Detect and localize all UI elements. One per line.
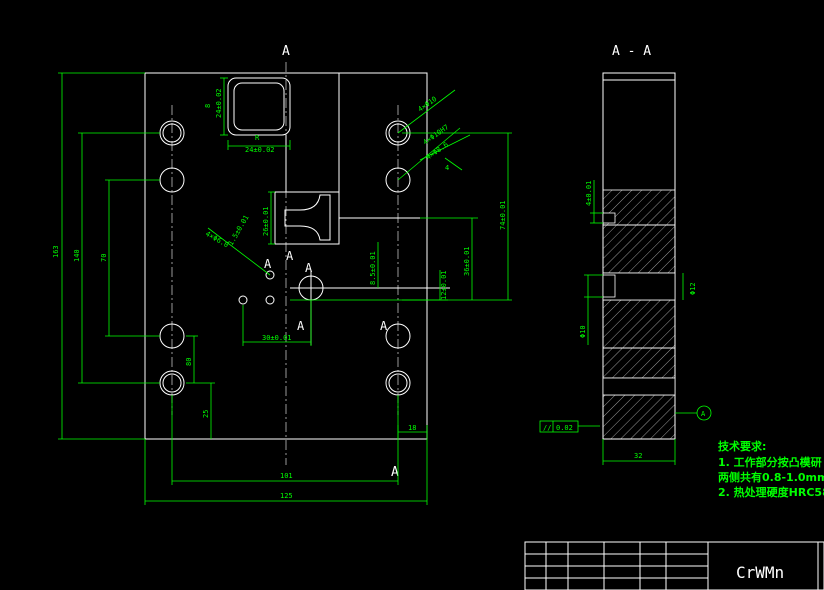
pin-hole-3 xyxy=(265,295,275,305)
section-label-pin-right: A xyxy=(286,249,294,263)
top-pocket-outer xyxy=(227,77,291,136)
dim-pocket-width: 24±0.02 xyxy=(245,146,275,154)
section-hatch-4 xyxy=(602,347,676,379)
datum-marker xyxy=(696,405,712,421)
section-markers: A A A A A A A xyxy=(264,44,399,480)
dim-101: 101 xyxy=(280,472,293,480)
section-label-lower-left: A xyxy=(297,319,305,333)
notes-line-3: 2. 热处理硬度HRC58 xyxy=(718,485,824,499)
plate-view xyxy=(144,62,450,465)
section-label-bottom: A xyxy=(391,465,399,480)
notes-line-2: 两侧共有0.8-1.0mm间 xyxy=(718,470,824,484)
sec-dim-4: 4±0.01 xyxy=(585,181,593,206)
section-label-top: A xyxy=(282,44,290,59)
dim-163: 163 xyxy=(52,245,60,258)
dim-70: 70 xyxy=(100,254,108,262)
dim-18: 18 xyxy=(408,424,416,432)
tolerance-symbol: // xyxy=(543,424,551,432)
pin-hole-2 xyxy=(238,295,248,305)
tolerance-value: 0.02 xyxy=(556,424,573,432)
top-pocket-inner xyxy=(233,82,285,131)
dim-8-5: 8.5±0.01 xyxy=(369,251,377,285)
ann-holes-5: 4 xyxy=(445,164,449,172)
pin-hole-1 xyxy=(265,270,275,280)
section-counterbore xyxy=(602,377,676,396)
section-hatch-2 xyxy=(602,224,676,274)
dim-pocket-height: 24±0.02 xyxy=(215,88,223,118)
dim-slot-height: 26±0.01 xyxy=(262,206,270,236)
notes-title: 技术要求: xyxy=(718,439,766,453)
dim-125: 125 xyxy=(280,492,293,500)
sec-dim-d10: Φ10 xyxy=(579,325,587,338)
technical-notes: 技术要求: 1. 工作部分按凸模研 两侧共有0.8-1.0mm间 2. 热处理硬… xyxy=(718,439,824,499)
dim-pocket-radius: R xyxy=(255,134,260,142)
section-label-pin-left: A xyxy=(264,257,272,271)
section-view: A - A 4±0.01 Φ10 Φ12 32 xyxy=(539,44,712,465)
section-title: A - A xyxy=(612,44,651,59)
dim-12: 12±0.01 xyxy=(440,270,448,300)
title-block: CrWMn xyxy=(524,541,824,590)
plate-outline xyxy=(144,72,428,440)
sec-dim-32: 32 xyxy=(634,452,642,460)
datum-label: A xyxy=(701,410,706,418)
dim-pocket-8: 8 xyxy=(204,104,212,108)
section-label-boss: A xyxy=(305,261,313,275)
punch-profile xyxy=(284,194,331,241)
sec-dim-d12: Φ12 xyxy=(689,282,697,295)
section-label-lower-right: A xyxy=(380,319,388,333)
section-hatch-3 xyxy=(602,299,676,349)
section-hatch-5 xyxy=(602,394,676,440)
ann-pins: 4×Φ6.0 xyxy=(204,230,230,250)
dim-25: 25 xyxy=(202,410,210,418)
dim-74: 74±0.01 xyxy=(499,200,507,230)
dim-36: 36±0.01 xyxy=(463,246,471,276)
dimensions: 163 140 70 80 25 18 101 125 xyxy=(52,72,512,505)
dim-80: 80 xyxy=(185,358,193,366)
ann-side: 1.5±0.01 xyxy=(227,214,251,247)
dim-30: 30±0.01 xyxy=(262,334,292,342)
tolerance-frame xyxy=(539,420,579,433)
dim-140: 140 xyxy=(73,249,81,262)
notes-line-1: 1. 工作部分按凸模研 xyxy=(718,455,822,469)
material-label: CrWMn xyxy=(736,563,784,582)
